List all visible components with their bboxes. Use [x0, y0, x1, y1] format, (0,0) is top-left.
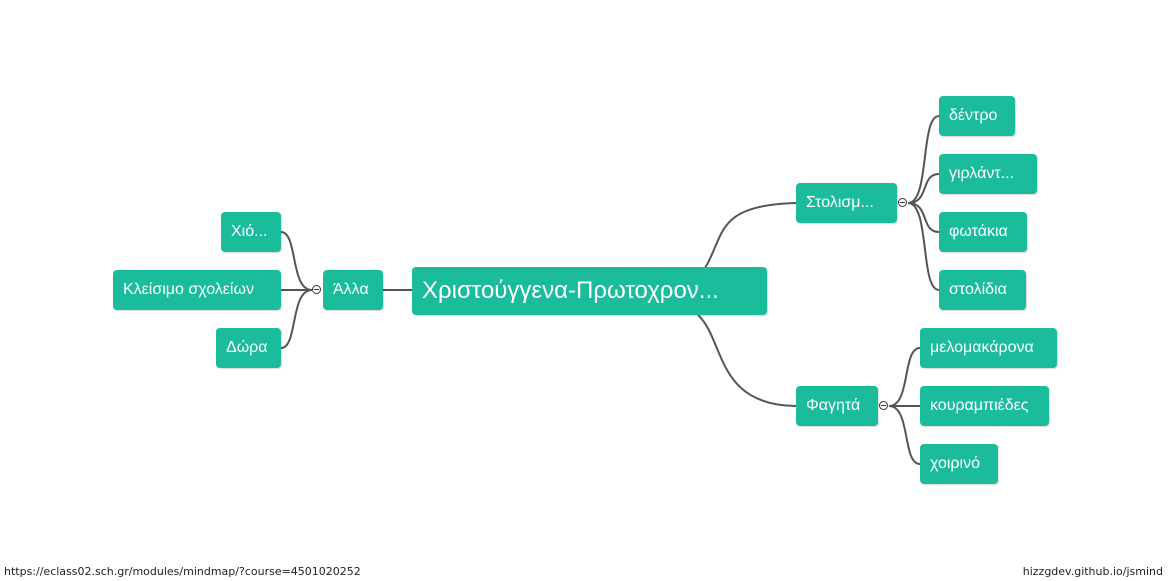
- node-xio[interactable]: Χιό...: [221, 212, 281, 252]
- node-girlantes[interactable]: γιρλάντ...: [939, 154, 1037, 194]
- node-kleisimo-sxoleion[interactable]: Κλείσιμο σχολείων: [113, 270, 281, 310]
- node-fagita[interactable]: Φαγητά: [796, 386, 878, 426]
- connector-stolismos-dentro: [907, 115, 940, 204]
- connector-root-stolismos: [704, 202, 797, 269]
- node-stolismos[interactable]: Στολισμ...: [796, 183, 897, 223]
- connector-root-fagita: [697, 314, 797, 407]
- connector-fagita-xoirino: [888, 405, 921, 465]
- collapse-fagita-toggle[interactable]: [879, 401, 888, 410]
- collapse-alla-toggle[interactable]: [312, 285, 321, 294]
- footer-url: https://eclass02.sch.gr/modules/mindmap/…: [4, 565, 361, 578]
- connector-stolismos-stolidia: [907, 202, 940, 291]
- node-stolidia[interactable]: στολίδια: [939, 270, 1026, 310]
- connector-fagita-melomakarona: [888, 347, 921, 407]
- collapse-stolismos-toggle[interactable]: [898, 198, 907, 207]
- node-fotakia[interactable]: φωτάκια: [939, 212, 1027, 252]
- connector-stolismos-girlantes: [907, 173, 940, 204]
- connector-alla-xio: [280, 231, 313, 291]
- node-melomakarona[interactable]: μελομακάρονα: [920, 328, 1057, 368]
- footer-credit-link[interactable]: hizzgdev.github.io/jsmind: [1022, 565, 1163, 578]
- node-dentro[interactable]: δέντρο: [939, 96, 1015, 136]
- root-node[interactable]: Χριστούγγενα-Πρωτοχρον...: [412, 267, 767, 315]
- connector-alla-dora: [280, 289, 313, 349]
- node-kourampiedes[interactable]: κουραμπιέδες: [920, 386, 1049, 426]
- node-dora[interactable]: Δώρα: [216, 328, 281, 368]
- node-alla[interactable]: Άλλα: [323, 270, 383, 310]
- connector-stolismos-fotakia: [907, 202, 940, 233]
- node-xoirino[interactable]: χοιρινό: [920, 444, 998, 484]
